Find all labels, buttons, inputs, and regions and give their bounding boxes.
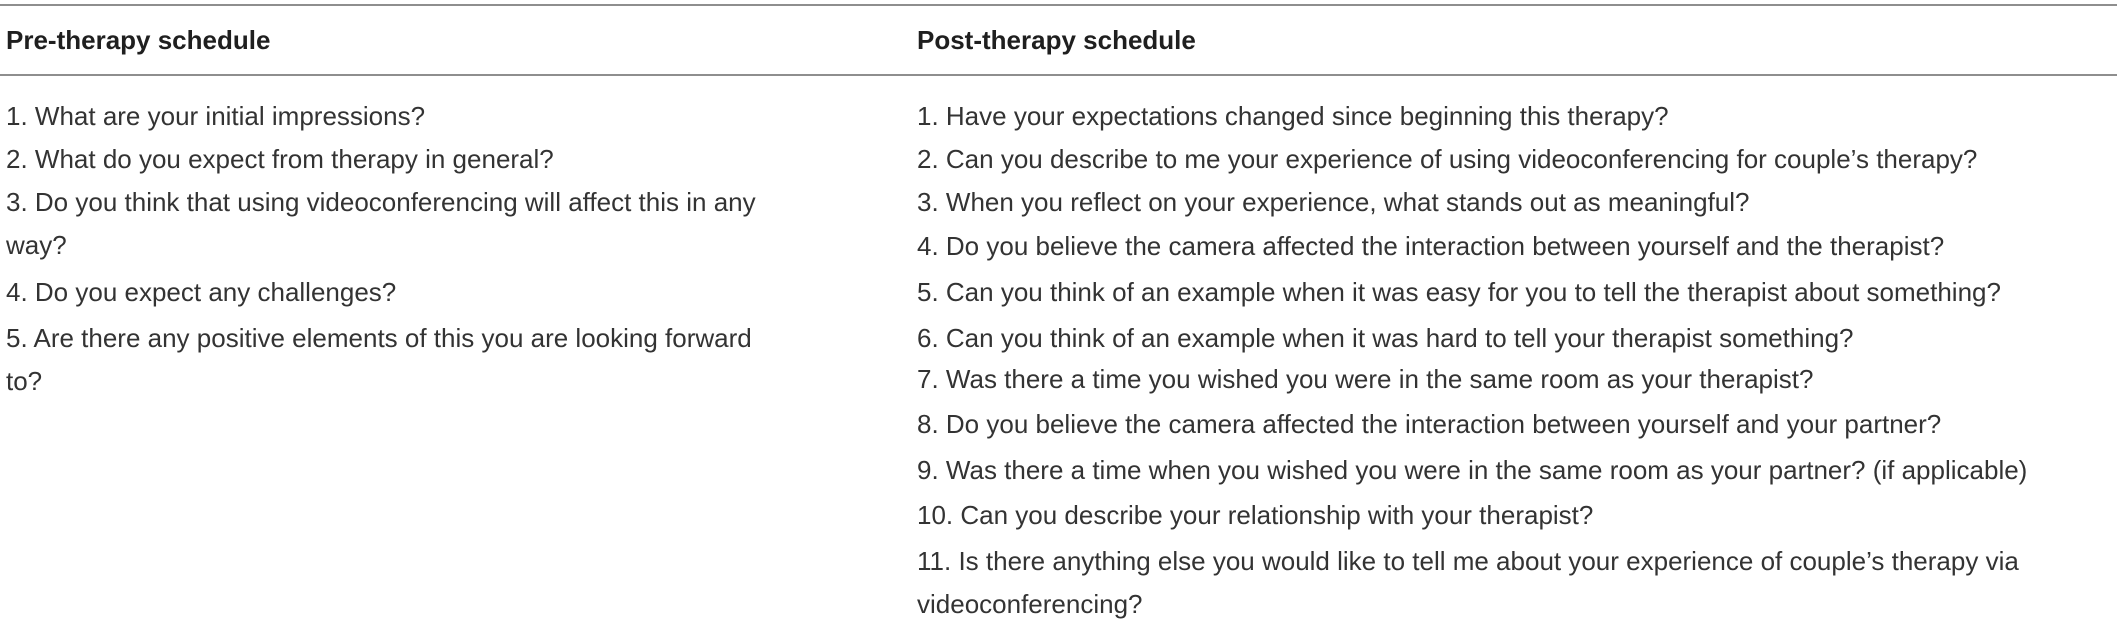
post-therapy-question: 4. Do you believe the camera affected th… <box>917 231 1945 261</box>
table-header-rule <box>0 74 2117 76</box>
post-therapy-header: Post-therapy schedule <box>917 25 1196 55</box>
post-therapy-question: 10. Can you describe your relationship w… <box>917 500 1594 530</box>
post-therapy-question: 11. Is there anything else you would lik… <box>917 546 2019 619</box>
pre-therapy-question: 4. Do you expect any challenges? <box>6 277 397 307</box>
post-therapy-question: 7. Was there a time you wished you were … <box>917 364 1814 394</box>
post-therapy-question: 8. Do you believe the camera affected th… <box>917 409 1942 439</box>
pre-therapy-header: Pre-therapy schedule <box>6 25 271 55</box>
post-therapy-question: 6. Can you think of an example when it w… <box>917 323 1854 353</box>
table-top-rule <box>0 4 2117 6</box>
pre-therapy-question: 1. What are your initial impressions? <box>6 101 426 131</box>
post-therapy-question: 2. Can you describe to me your experienc… <box>917 144 1978 174</box>
post-therapy-question: 3. When you reflect on your experience, … <box>917 187 1750 217</box>
pre-therapy-question: 5. Are there any positive elements of th… <box>6 323 752 396</box>
pre-therapy-question: 2. What do you expect from therapy in ge… <box>6 144 554 174</box>
post-therapy-question: 1. Have your expectations changed since … <box>917 101 1669 131</box>
post-therapy-question: 5. Can you think of an example when it w… <box>917 277 2001 307</box>
post-therapy-question: 9. Was there a time when you wished you … <box>917 455 2028 485</box>
pre-therapy-question: 3. Do you think that using videoconferen… <box>6 187 756 260</box>
